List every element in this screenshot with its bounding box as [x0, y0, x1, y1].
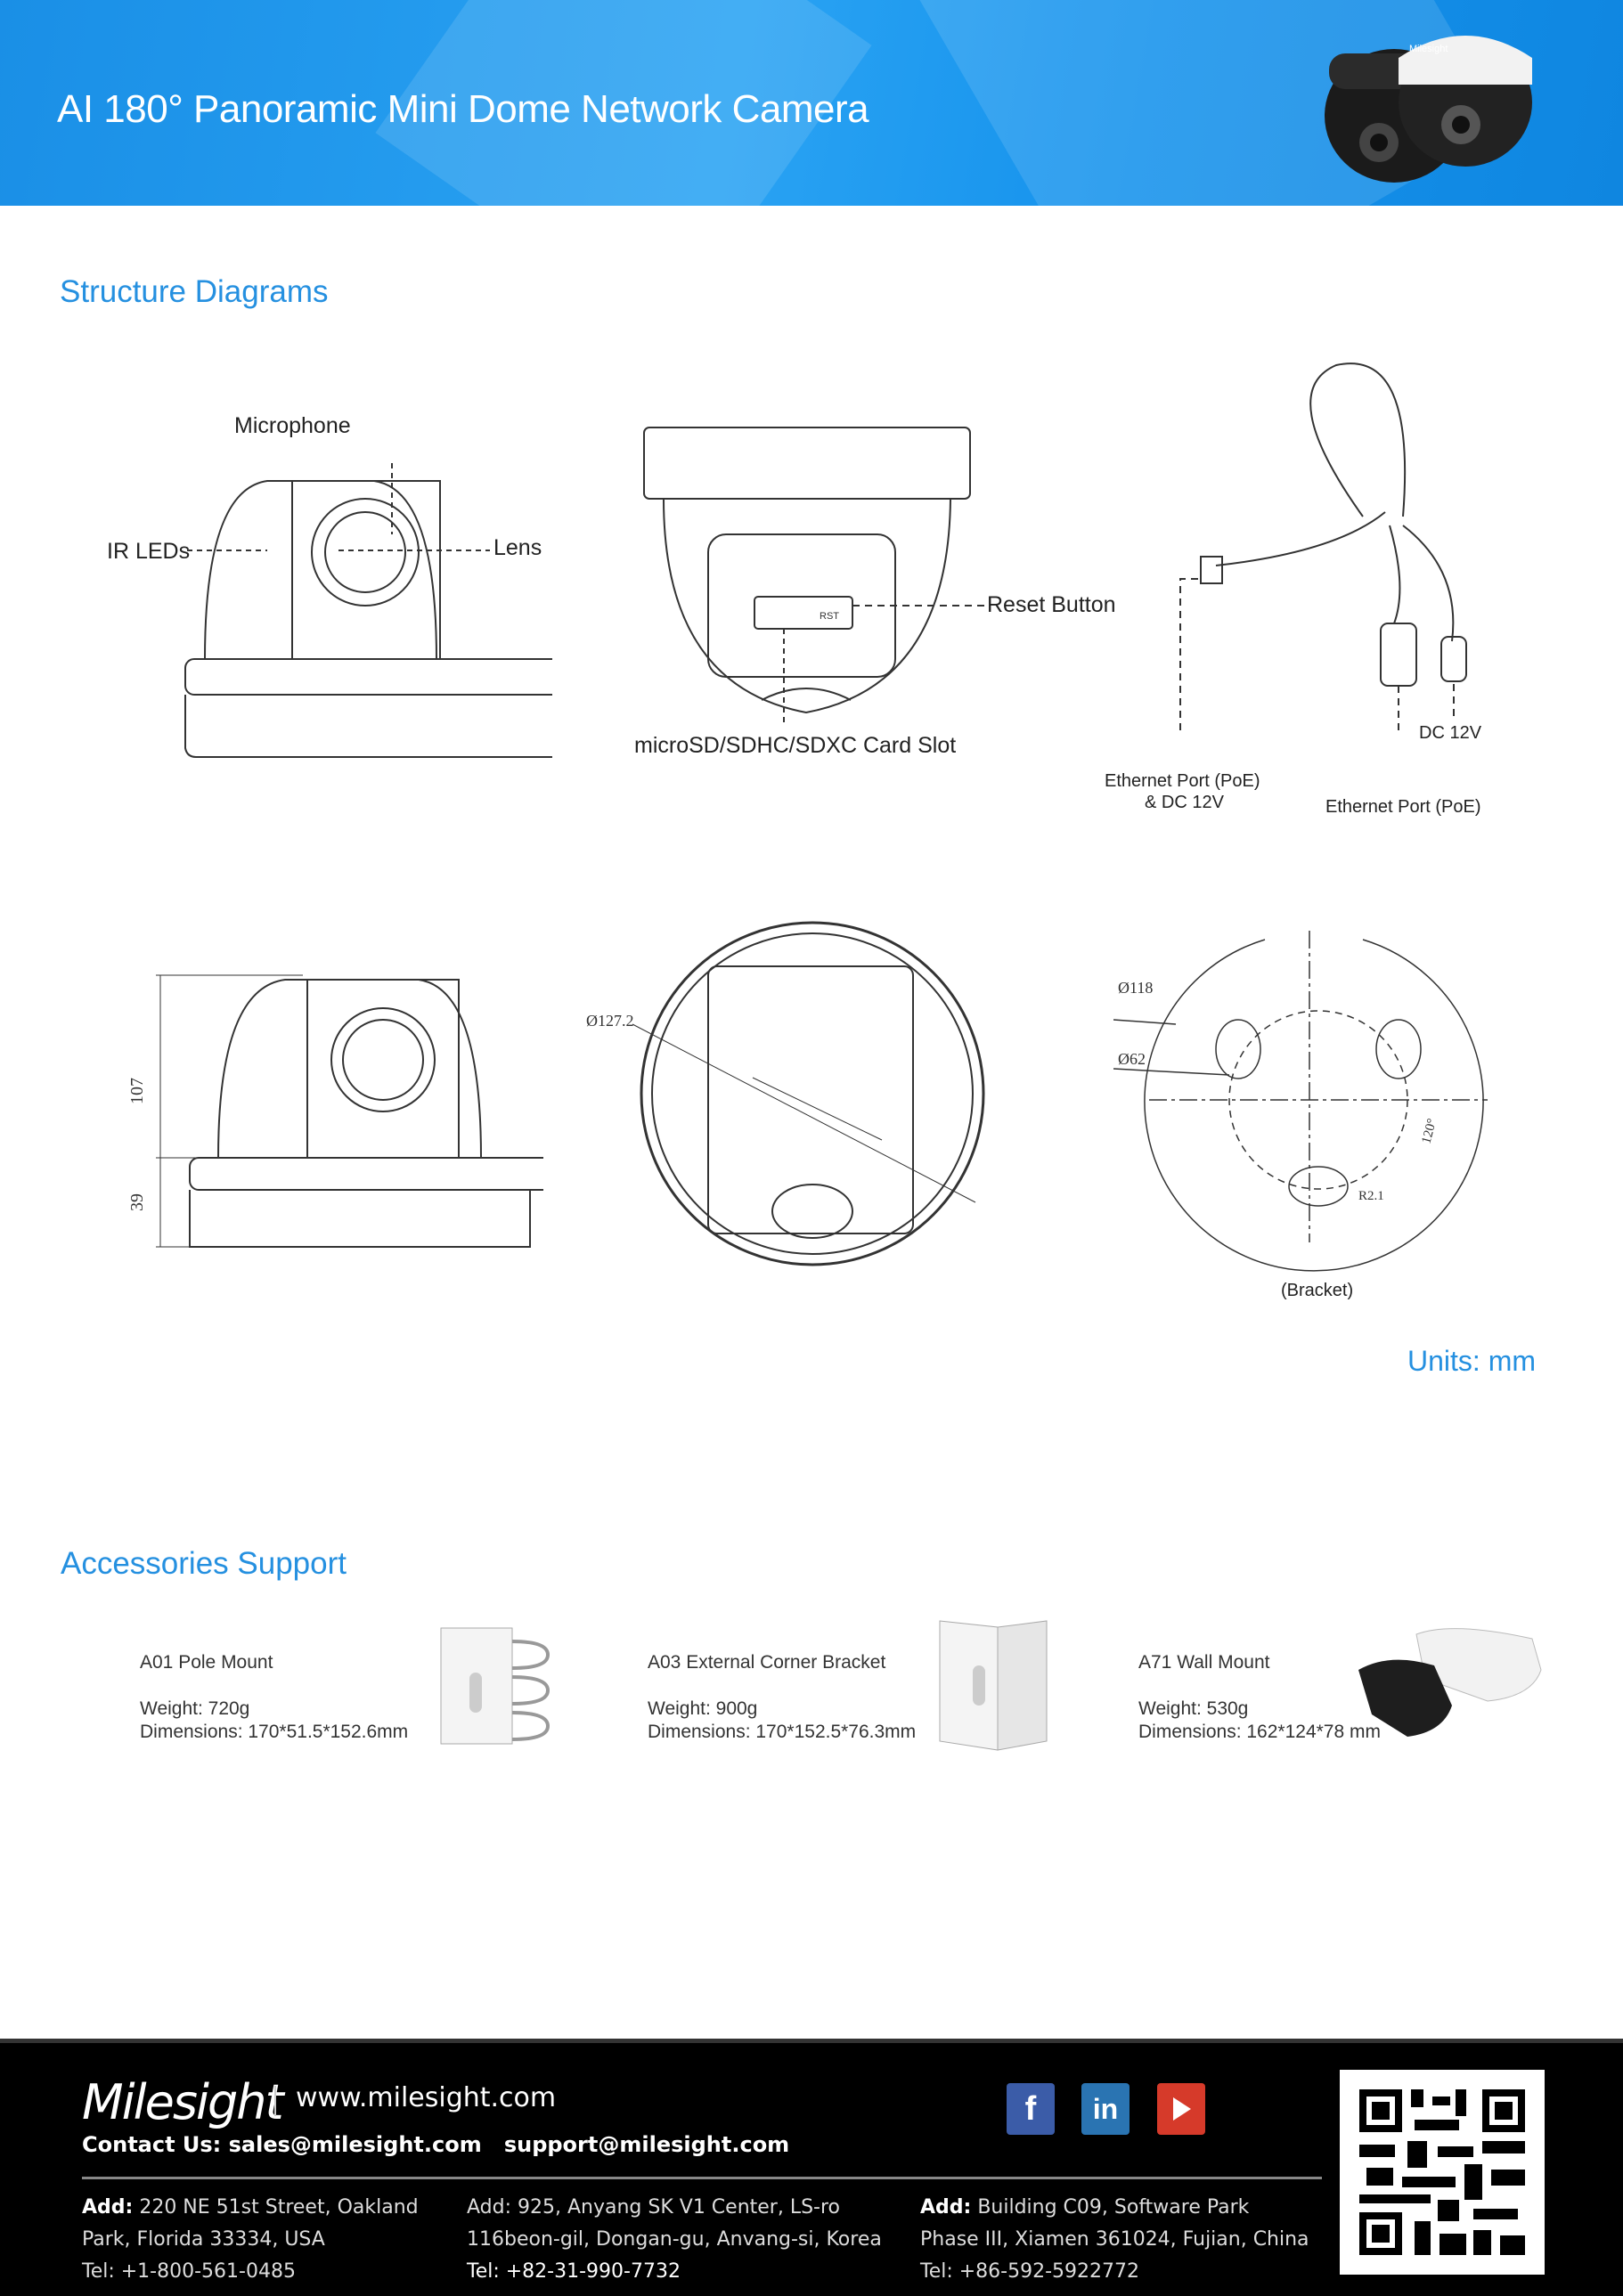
microphone-label: Microphone [234, 413, 351, 438]
footer: Milesight www.milesight.com Contact Us: … [0, 2039, 1623, 2296]
structure-heading: Structure Diagrams [60, 274, 329, 309]
office-korea: Add: 925, Anyang SK V1 Center, LS-ro 116… [467, 2196, 882, 2283]
side-view-diagram: 107 39 [127, 974, 543, 1248]
product-image: Milesight [1325, 36, 1532, 183]
office-usa: Add: 220 NE 51st Street, Oakland Park, F… [82, 2196, 419, 2283]
header-banner: AI 180° Panoramic Mini Dome Network Came… [0, 0, 1623, 206]
accessory-name: A01 Pole Mount [140, 1652, 273, 1673]
pole-mount-image [440, 1627, 551, 1745]
dc-12v-label: DC 12V [1419, 723, 1482, 743]
ir-leds-label: IR LEDs [107, 539, 191, 564]
facebook-icon[interactable]: f [1007, 2083, 1055, 2135]
rst-label: RST [820, 611, 839, 622]
product-logo: Milesight [1409, 44, 1448, 54]
bracket-inner-dim: Ø62 [1118, 1050, 1146, 1068]
front-view-diagram [184, 463, 552, 758]
linkedin-icon[interactable]: in [1081, 2083, 1130, 2135]
office-china: Add: Building C09, Software Park Phase I… [920, 2196, 1309, 2283]
qr-code[interactable] [1340, 2070, 1545, 2275]
bracket-caption: (Bracket) [1281, 1281, 1354, 1300]
accessory-name: A03 External Corner Bracket [648, 1652, 886, 1673]
units-label: Units: mm [1407, 1345, 1536, 1377]
contact-label: Contact Us: [82, 2132, 222, 2157]
angle-dim: 120° [1419, 1117, 1439, 1145]
accessory-a01: A01 Pole Mount Weight: 720g Dimensions: … [140, 1651, 408, 1744]
accessory-weight: Weight: 530g [1138, 1698, 1249, 1719]
accessory-weight: Weight: 900g [648, 1698, 758, 1719]
card-slot-label: microSD/SDHC/SDXC Card Slot [634, 733, 957, 758]
ethernet-port-label: Ethernet Port (PoE) [1325, 797, 1481, 817]
corner-bracket-image [939, 1620, 1048, 1751]
accessory-dimensions: Dimensions: 162*124*78 mm [1138, 1722, 1381, 1742]
accessory-a71: A71 Wall Mount Weight: 530g Dimensions: … [1138, 1651, 1381, 1744]
eth-dc-label-2: & DC 12V [1145, 793, 1224, 812]
cable-diagram [1179, 362, 1467, 730]
footer-logo: Milesight [82, 2074, 284, 2130]
accessory-weight: Weight: 720g [140, 1698, 250, 1719]
website-link[interactable]: www.milesight.com [296, 2082, 557, 2113]
eth-dc-label: Ethernet Port (PoE) [1105, 771, 1260, 791]
page-title: AI 180° Panoramic Mini Dome Network Came… [57, 87, 869, 131]
accessories-heading: Accessories Support [61, 1546, 347, 1581]
bracket-diagram: Ø118 Ø62 R2.1 120° [1113, 931, 1488, 1272]
youtube-icon[interactable] [1157, 2083, 1205, 2135]
base-dimension: 39 [127, 1193, 147, 1211]
wall-mount-image [1358, 1628, 1542, 1737]
accessory-dimensions: Dimensions: 170*152.5*76.3mm [648, 1722, 917, 1742]
diameter-dimension: Ø127.2 [586, 1012, 634, 1030]
support-email[interactable]: support@milesight.com [503, 2132, 790, 2157]
bottom-view-diagram: RST [643, 427, 984, 726]
radius-dim: R2.1 [1358, 1189, 1384, 1203]
lens-label: Lens [493, 535, 542, 560]
reset-button-label: Reset Button [987, 592, 1116, 617]
accessory-dimensions: Dimensions: 170*51.5*152.6mm [140, 1722, 409, 1742]
height-dimension: 107 [127, 1078, 147, 1104]
bracket-outer-dim: Ø118 [1118, 979, 1153, 997]
top-view-diagram: Ø127.2 [586, 921, 985, 1266]
accessory-a03: A03 External Corner Bracket Weight: 900g… [648, 1651, 916, 1744]
sales-email[interactable]: sales@milesight.com [228, 2132, 482, 2157]
accessory-name: A71 Wall Mount [1138, 1652, 1270, 1673]
